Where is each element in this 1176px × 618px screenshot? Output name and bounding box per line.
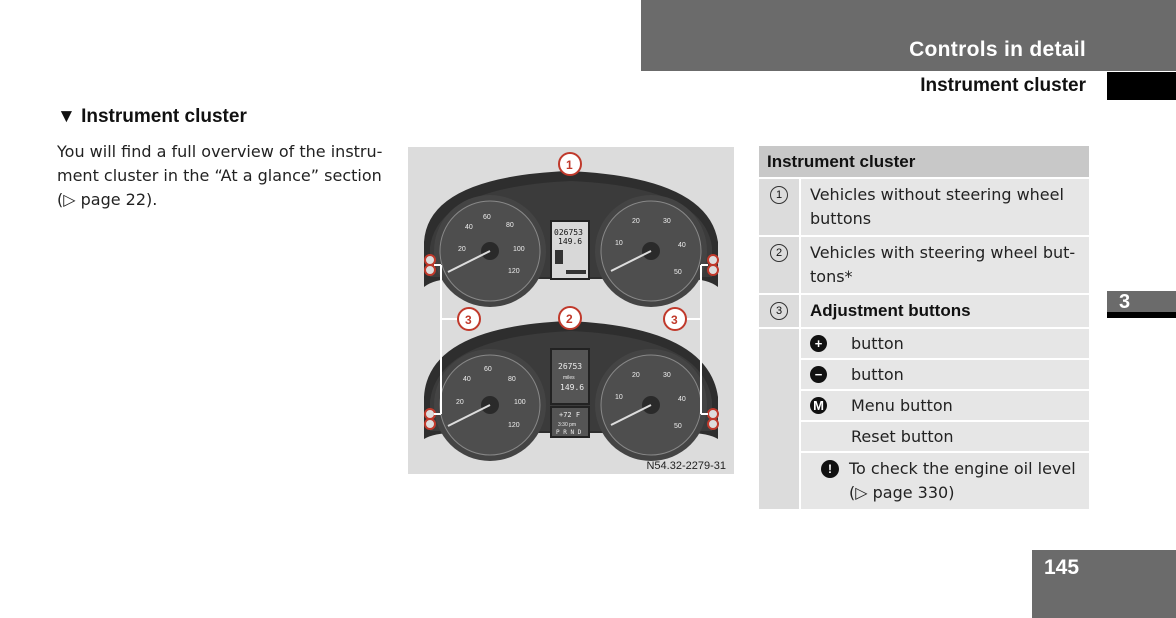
svg-text:1: 1 <box>566 158 573 172</box>
header-subtitle: Instrument cluster <box>920 75 1086 96</box>
subrow-text: button <box>851 365 904 384</box>
header-bar <box>641 0 1176 71</box>
callout-3-left: 3 <box>457 307 481 331</box>
bottom-display-odometer: 26753 <box>558 362 582 371</box>
bottom-tach-tick: 40 <box>678 396 686 403</box>
bottom-display-temp: +72 F <box>559 411 580 419</box>
callout-1: 1 <box>558 152 582 176</box>
bottom-display-unit: miles <box>563 375 575 381</box>
top-tach-tick: 30 <box>663 218 671 225</box>
row-text: Adjustment buttons <box>801 295 1089 327</box>
left-top-adjust-buttons <box>424 254 436 276</box>
plus-button-icon: + <box>810 335 827 352</box>
bottom-display-trip: 149.6 <box>560 383 584 392</box>
subrow-text: Reset button <box>851 427 954 446</box>
menu-button-icon: M <box>810 397 827 414</box>
legend-table: Instrument cluster 1 Vehicles without st… <box>759 146 1089 509</box>
intro-text: You will find a full overview of the ins… <box>57 140 387 212</box>
bottom-speedo-tick: 80 <box>508 376 516 383</box>
bottom-tach-tick: 50 <box>674 423 682 430</box>
bottom-display-gear: P R N D <box>556 429 582 436</box>
item-number: 3 <box>770 302 788 320</box>
note-row: ! To check the engine oil level (▷ page … <box>801 453 1089 509</box>
top-speedo-tick: 20 <box>458 246 466 253</box>
top-speedo-tick: 40 <box>465 224 473 231</box>
intro-line: You will find a full overview of the ins… <box>57 142 383 161</box>
left-bottom-adjust-buttons <box>424 408 436 430</box>
bottom-speedo-tick: 40 <box>463 376 471 383</box>
row-text: buttons <box>810 209 872 228</box>
svg-text:3: 3 <box>465 313 472 327</box>
instrument-cluster-figure: 20 40 60 80 100 120 026753 149.6 10 20 3… <box>408 147 734 474</box>
minus-button-icon: − <box>810 366 827 383</box>
callout-leader-lines <box>434 264 708 415</box>
bottom-speedo-tick: 100 <box>514 399 526 406</box>
bottom-display-time: 3:30 pm <box>558 422 576 428</box>
callout-3-right: 3 <box>663 307 687 331</box>
row-text: Vehicles with steering wheel but- <box>810 243 1076 262</box>
right-bottom-adjust-buttons <box>707 408 719 430</box>
bottom-speedo-tick: 60 <box>484 366 492 373</box>
top-tach-tick: 50 <box>674 269 682 276</box>
bottom-lower-display <box>550 406 590 438</box>
top-display-line2: 149.6 <box>558 237 582 246</box>
table-row: 2 Vehicles with steering wheel but- tons… <box>759 237 1089 295</box>
note-text[interactable]: (▷ page 330) <box>849 483 955 502</box>
table-subrow: M Menu button <box>801 391 1089 422</box>
intro-line[interactable]: (▷ page 22). <box>57 190 158 209</box>
table-subrow: + button <box>801 329 1089 360</box>
chapter-number: 3 <box>1119 291 1131 313</box>
top-speedo-tick: 60 <box>483 214 491 221</box>
header-title: Controls in detail <box>909 38 1086 61</box>
svg-text:2: 2 <box>566 312 573 326</box>
section-heading: ▼ Instrument cluster <box>57 106 247 127</box>
intro-line[interactable]: ment cluster in the “At a glance” sectio… <box>57 166 382 185</box>
subrow-text: button <box>851 334 904 353</box>
instrument-cluster-illustration: 20 40 60 80 100 120 026753 149.6 10 20 3… <box>424 152 719 461</box>
bottom-tach-tick: 30 <box>663 372 671 379</box>
top-speedo-tick: 100 <box>513 246 525 253</box>
info-icon: ! <box>821 460 839 478</box>
svg-text:3: 3 <box>671 313 678 327</box>
chapter-tab[interactable]: 3 <box>1107 291 1176 318</box>
callout-2: 2 <box>558 306 582 330</box>
bottom-tach-tick: 20 <box>632 372 640 379</box>
header-tab-marker <box>1107 72 1176 100</box>
item-number: 2 <box>770 244 788 262</box>
top-display-line1: 026753 <box>554 228 583 237</box>
top-tach-tick: 10 <box>615 240 623 247</box>
bottom-upper-display <box>550 348 590 405</box>
top-speedo-tick: 120 <box>508 268 520 275</box>
note-text: To check the engine oil level <box>849 459 1076 478</box>
top-speedo-tick: 80 <box>506 222 514 229</box>
table-heading: Instrument cluster <box>759 146 1089 179</box>
bottom-tach-tick: 10 <box>615 394 623 401</box>
table-subrow: Reset button <box>801 422 1089 453</box>
top-tach-tick: 20 <box>632 218 640 225</box>
right-top-adjust-buttons <box>707 254 719 276</box>
table-row: 1 Vehicles without steering wheel button… <box>759 179 1089 237</box>
row-text: tons* <box>810 267 853 286</box>
row-text: Vehicles without steering wheel <box>810 185 1064 204</box>
bottom-speedo-tick: 20 <box>456 399 464 406</box>
subrow-text: Menu button <box>851 396 953 415</box>
bottom-speedo-tick: 120 <box>508 422 520 429</box>
top-tach-tick: 40 <box>678 242 686 249</box>
table-subrow: − button <box>801 360 1089 391</box>
page-number-box: 145 <box>1032 550 1176 618</box>
page-number: 145 <box>1044 556 1080 579</box>
item-number: 1 <box>770 186 788 204</box>
figure-label: N54.32-2279-31 <box>646 460 726 472</box>
table-row: 3 Adjustment buttons <box>759 295 1089 329</box>
adjustment-buttons-block: + button − button M Menu button Reset bu… <box>759 329 1089 509</box>
